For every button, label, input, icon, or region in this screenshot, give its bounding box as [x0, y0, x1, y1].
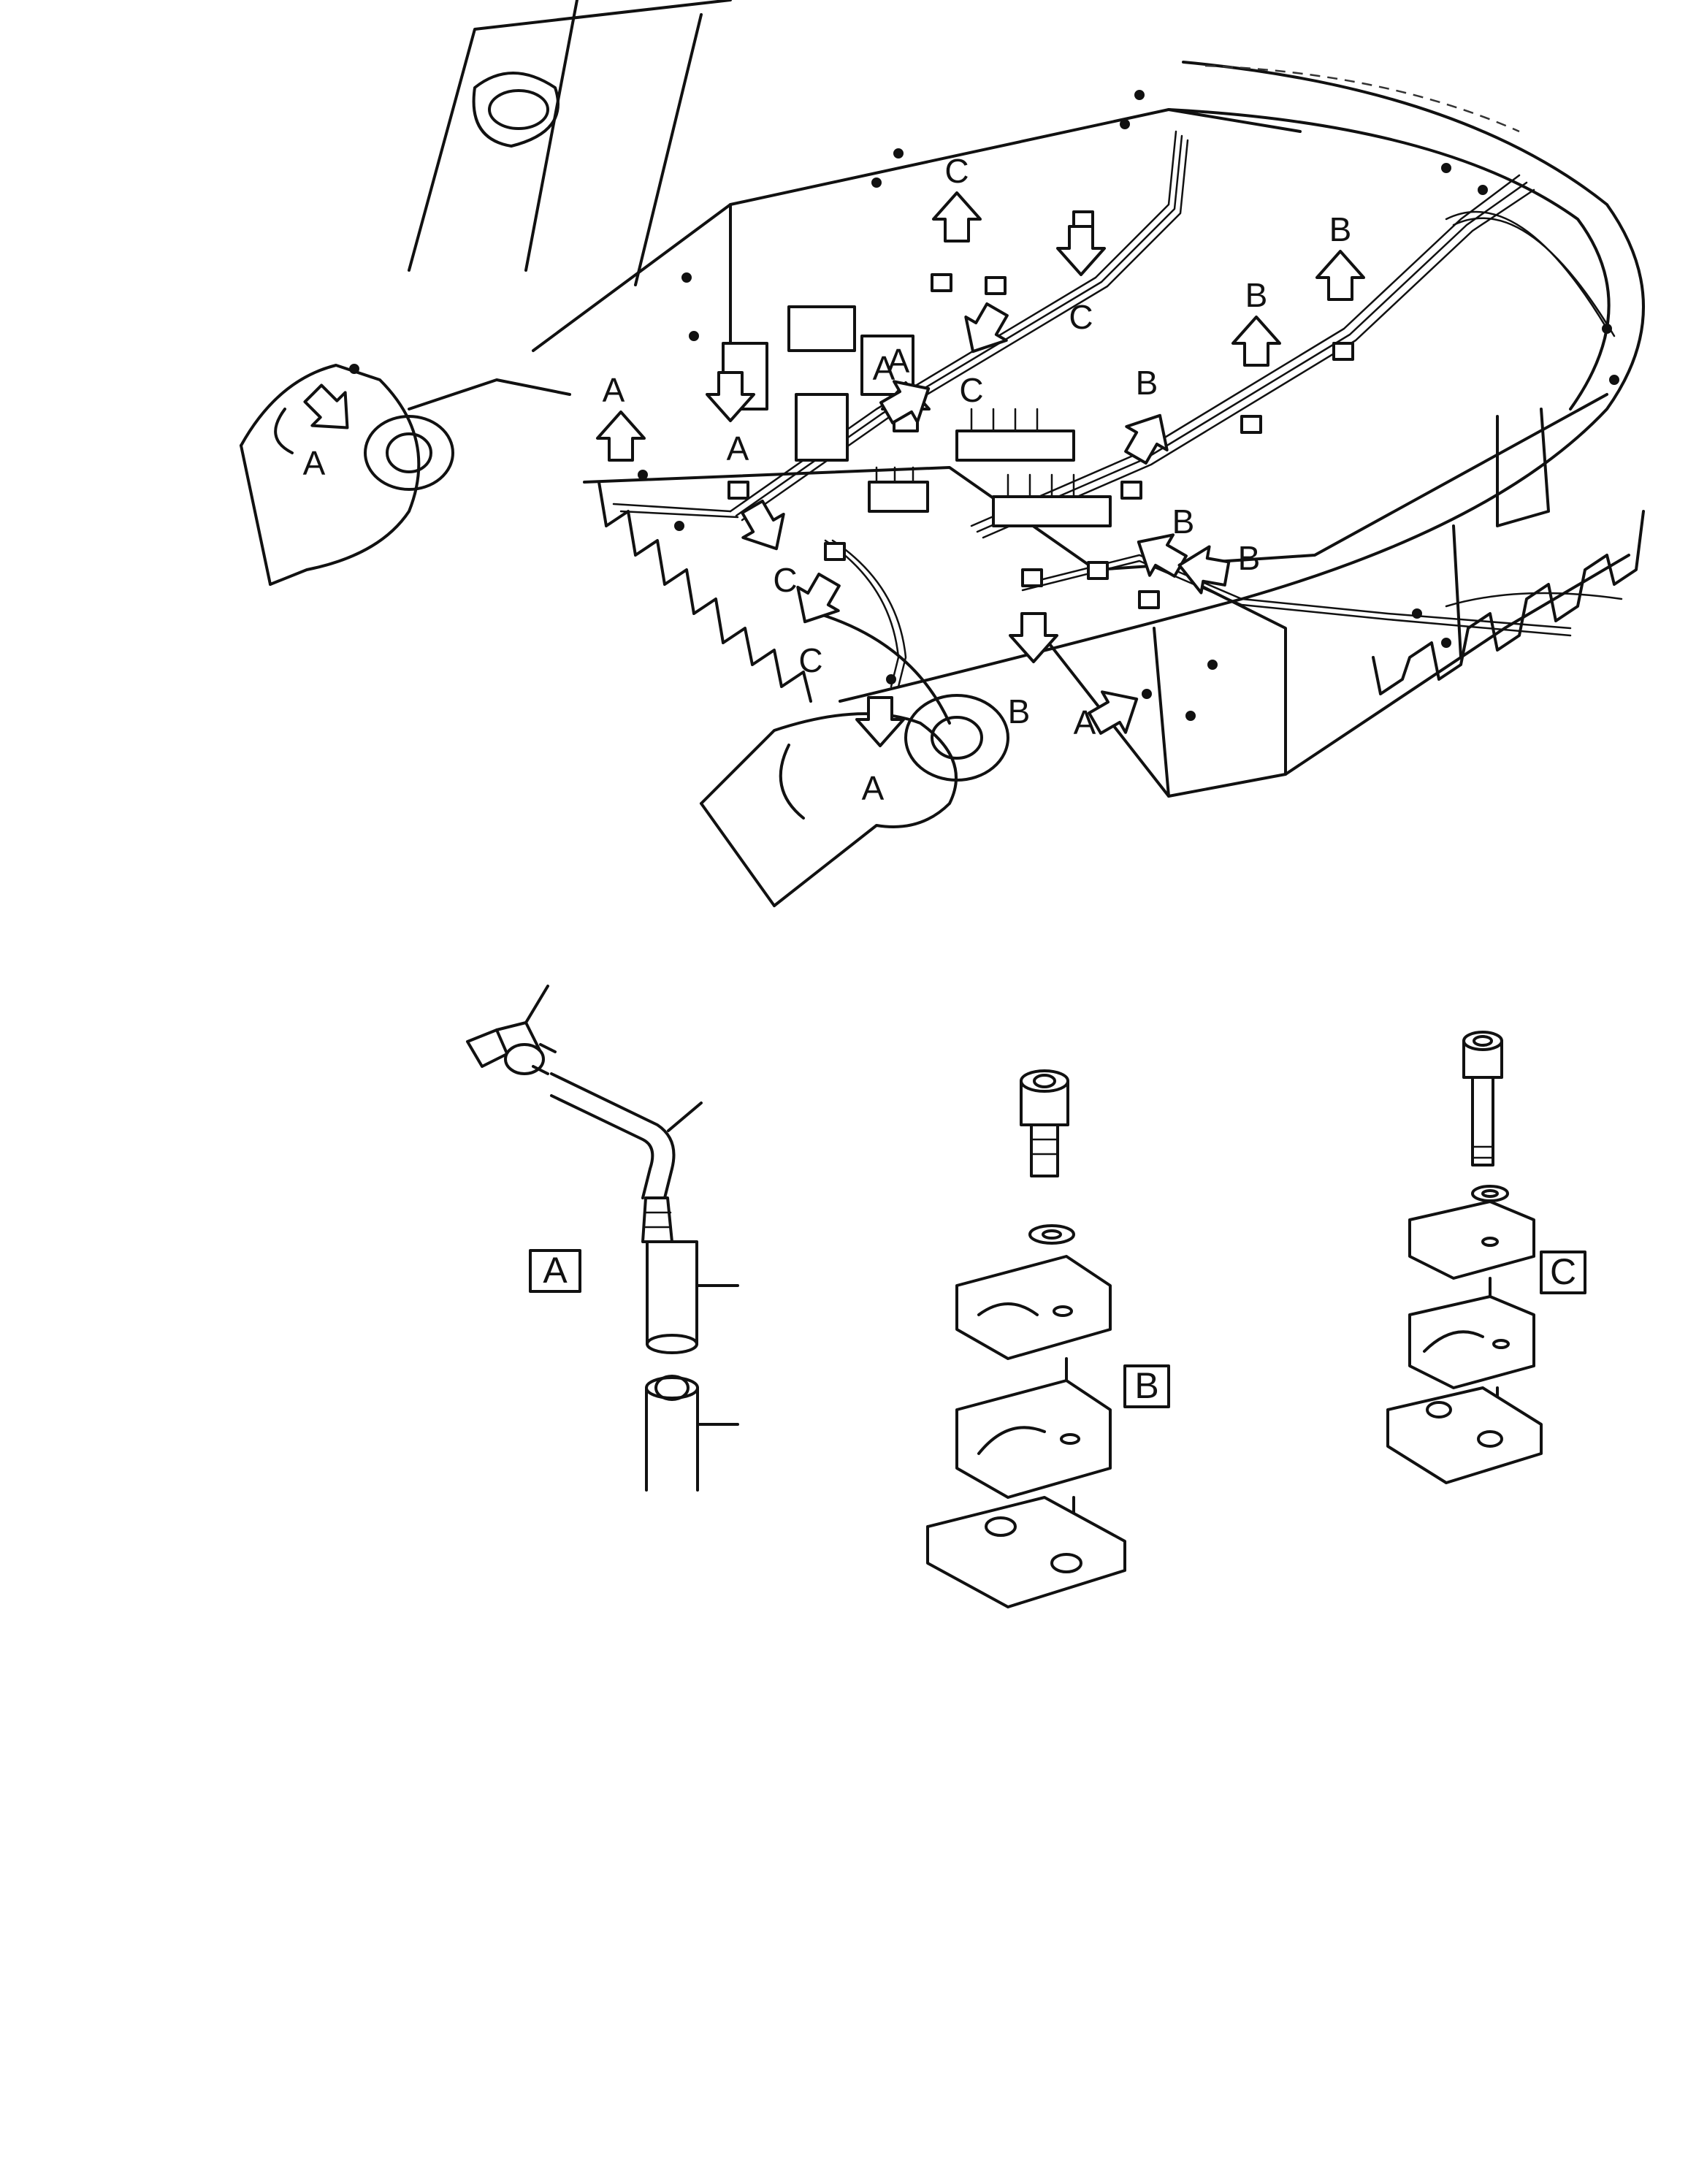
callout-letter-b: B — [1172, 503, 1195, 541]
detail-b-label: B — [1134, 1365, 1158, 1406]
detail-c-clamp-assembly: C — [1386, 1031, 1586, 1484]
callout-arrow-icon — [879, 380, 931, 424]
callout-letter-b: B — [1136, 364, 1158, 402]
callout-letter-a: A — [603, 371, 625, 409]
callout-arrow-icon — [1009, 612, 1058, 663]
detail-a-label: A — [543, 1250, 568, 1291]
detail-c-label-box — [1540, 1251, 1586, 1294]
callout-arrow-icon — [596, 411, 646, 462]
callout-letter-c: C — [944, 152, 969, 190]
callout-letter-a: A — [873, 349, 895, 387]
callout-letter-a: A — [1074, 703, 1096, 741]
callout-arrow-icon — [855, 696, 905, 747]
callout-letter-b: B — [1238, 539, 1261, 577]
detail-a-hose-fitting: A — [466, 985, 739, 1492]
callout-arrow-icon — [1088, 690, 1139, 735]
line-clamps — [727, 210, 1354, 609]
callout-arrow-icon — [1137, 533, 1188, 578]
detail-b-label-box — [1123, 1364, 1170, 1408]
callout-letter-c: C — [798, 641, 822, 679]
callout-letter-a: A — [887, 342, 910, 380]
grease-distribution-blocks — [722, 305, 1112, 527]
callout-arrow-icon — [1231, 316, 1281, 367]
callout-arrow-icon — [741, 500, 785, 551]
callout-arrow-icon — [796, 573, 841, 624]
callout-arrow-icon — [932, 191, 982, 243]
callout-letter-b: B — [1008, 692, 1031, 730]
detail-b-clamp-assembly: B — [926, 1069, 1170, 1608]
callout-letter-b: B — [1245, 276, 1268, 314]
callout-letter-a: A — [727, 429, 749, 467]
callout-letter-a: A — [862, 769, 885, 807]
callout-letter-a: A — [303, 444, 326, 482]
callout-arrow-icon — [1056, 225, 1106, 276]
callout-letter-b: B — [1329, 210, 1352, 248]
callout-arrow-icon — [1124, 413, 1169, 465]
callout-arrow-icon — [964, 302, 1009, 354]
detail-c-label: C — [1550, 1251, 1576, 1292]
callout-letter-c: C — [773, 561, 797, 599]
swing-gear-teeth — [597, 481, 1645, 703]
callout-arrow-icon — [1177, 545, 1231, 595]
callout-letter-c: C — [959, 371, 983, 409]
upperstructure-frame — [240, 0, 1645, 907]
detail-a-label-box — [529, 1249, 581, 1293]
callout-letter-c: C — [1069, 298, 1093, 336]
callout-arrow-icon — [706, 371, 755, 422]
callout-arrow-icon — [1315, 250, 1365, 301]
callout-arrow-icon — [303, 383, 349, 429]
grease-nipples — [349, 90, 1619, 721]
